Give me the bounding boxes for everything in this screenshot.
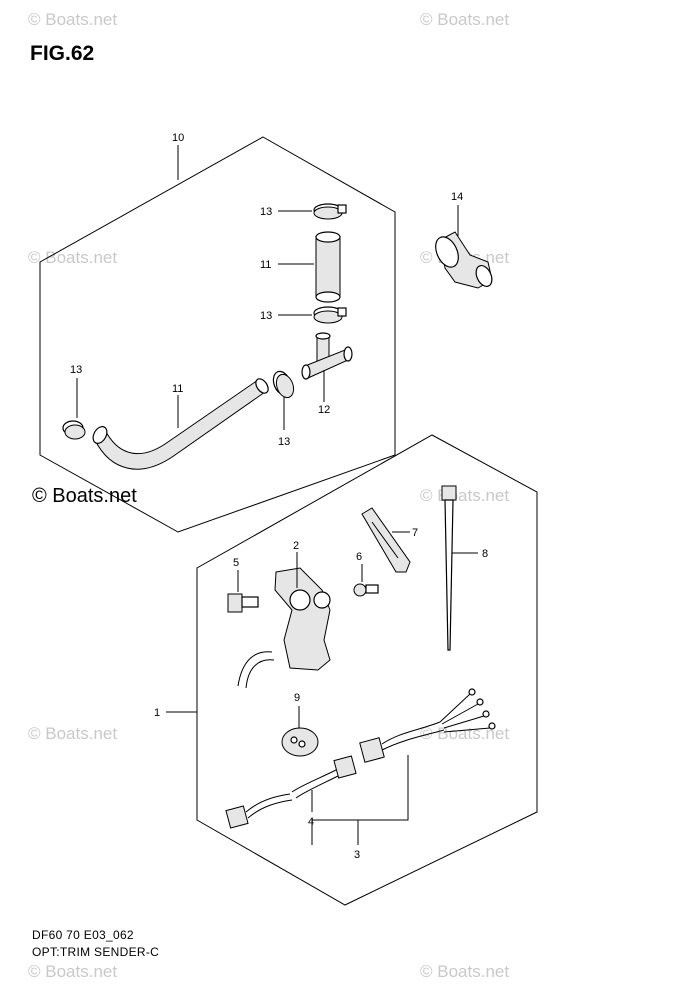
callout-13-lower-right: 13 — [278, 436, 290, 448]
callout-12: 12 — [318, 404, 330, 416]
grommet[interactable] — [281, 727, 319, 757]
kit-1-outline — [196, 434, 538, 906]
callout-3: 3 — [354, 849, 360, 861]
hose-short[interactable] — [315, 231, 341, 303]
hose-clamp-left[interactable] — [62, 420, 86, 440]
watermark-lower-left: © Boats.net — [28, 724, 118, 743]
caption-description: OPT:TRIM SENDER-C — [32, 945, 160, 959]
callout-5: 5 — [233, 557, 239, 569]
callout-4: 4 — [308, 816, 314, 828]
caption-model: DF60 70 E03_062 — [32, 928, 134, 942]
copyright-notice: © Boats.net — [32, 485, 137, 507]
callout-10: 10 — [172, 132, 184, 144]
sender-bracket[interactable] — [361, 507, 411, 573]
watermark-bottom-right: © Boats.net — [420, 962, 510, 981]
extension-harness[interactable] — [225, 755, 357, 829]
callout-13-top: 13 — [260, 206, 272, 218]
hose-fitting[interactable] — [431, 231, 495, 289]
hose-clamp-top[interactable] — [313, 203, 347, 220]
cable-tie[interactable] — [441, 485, 457, 651]
hose-clamp-lower-right[interactable] — [270, 369, 296, 400]
watermark-top-left: © Boats.net — [28, 10, 118, 29]
callout-8: 8 — [482, 548, 488, 560]
callout-13-left: 13 — [70, 364, 82, 376]
callout-14: 14 — [451, 191, 463, 203]
watermark-top-right: © Boats.net — [420, 10, 510, 29]
screw[interactable] — [353, 583, 379, 597]
watermark-upper-left: © Boats.net — [28, 248, 118, 267]
callout-1: 1 — [154, 707, 160, 719]
callout-6: 6 — [356, 551, 362, 563]
watermark-bottom-left: © Boats.net — [28, 962, 118, 981]
hose-long[interactable] — [90, 377, 270, 470]
callout-11-short: 11 — [260, 259, 271, 271]
hose-clamp-middle[interactable] — [313, 306, 347, 324]
callout-2: 2 — [293, 540, 299, 552]
trim-sender[interactable] — [237, 567, 331, 689]
kit-10-outline — [39, 136, 396, 533]
callout-7: 7 — [412, 527, 418, 539]
callout-9: 9 — [294, 692, 300, 704]
callout-13-middle: 13 — [260, 310, 272, 322]
callout-11-long: 11 — [172, 383, 183, 395]
wiring-harness[interactable] — [359, 688, 496, 763]
bolt[interactable] — [227, 593, 259, 613]
figure-title: FIG.62 — [30, 42, 95, 65]
t-joint[interactable] — [301, 332, 353, 380]
